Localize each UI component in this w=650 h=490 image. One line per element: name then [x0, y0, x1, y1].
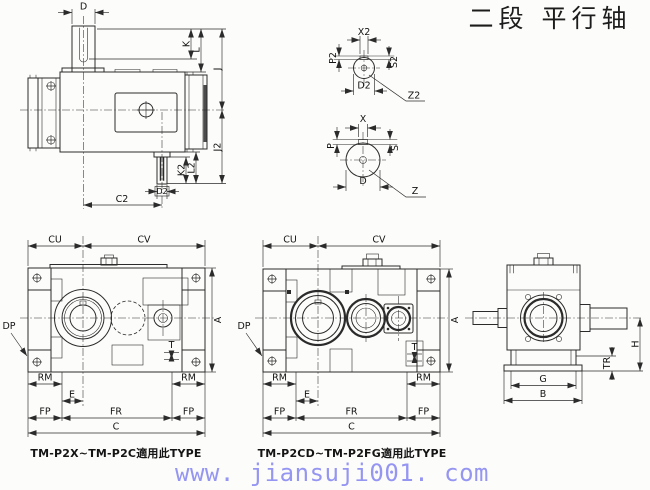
dim-label-d2: D2	[156, 187, 167, 196]
breather-plug	[533, 257, 554, 266]
dim-label-rm-right: RM	[181, 373, 196, 384]
dim-label-cv: CV	[137, 235, 151, 246]
side-view: H TR G B	[465, 253, 643, 404]
dim-label-fp-right: FP	[183, 407, 194, 418]
z-leader	[368, 169, 426, 198]
dim-label-b: B	[540, 389, 547, 400]
dim-label-d: D	[80, 2, 87, 13]
dim-label-z2: Z2	[408, 91, 421, 102]
housing-outline	[27, 267, 206, 373]
watermark: www. jiansuji001. com	[175, 459, 489, 487]
dp-leader	[10, 332, 28, 357]
breather-plug	[362, 258, 383, 267]
dim-label-e: E	[69, 390, 75, 401]
dim-label-p: P	[326, 143, 337, 149]
dim-label-s: S	[390, 145, 401, 151]
key	[358, 139, 368, 145]
dim-label-dp: DP	[2, 321, 15, 332]
front-view-large: CU CV A DP T RM RM E FP FR FP C	[237, 235, 461, 461]
output-shaft	[589, 307, 628, 330]
dim-label-x: X	[360, 114, 367, 125]
housing-body	[59, 71, 186, 153]
dim-label-d-detail: D	[359, 176, 366, 187]
dim-label-t: T	[411, 342, 418, 353]
shaft-end-detail-1: X P S D Z	[326, 114, 426, 198]
dim-label-c: C	[348, 422, 355, 433]
drawing-title: 二段 平行轴	[469, 4, 632, 33]
z2-leader	[368, 74, 425, 102]
dim-label-rm-left: RM	[38, 373, 53, 384]
dim-label-l2: L2	[187, 162, 198, 173]
dim-label-dp: DP	[237, 321, 250, 332]
dim-label-k: K	[182, 40, 193, 47]
dim-label-z: Z	[412, 186, 419, 197]
inspection-plate	[114, 92, 178, 133]
dim-label-c2: C2	[116, 194, 129, 205]
dim-label-p2: P2	[328, 52, 339, 64]
dim-label-l: L	[192, 47, 203, 53]
dim-label-fp-left: FP	[274, 407, 285, 418]
key	[359, 55, 369, 60]
dim-label-fp-left: FP	[39, 407, 50, 418]
dim-label-cv: CV	[372, 235, 386, 246]
front-view-small: CU CV A DP T RM RM E FP FR FP C	[2, 235, 224, 461]
base-flange	[503, 364, 583, 372]
breather-plug	[100, 257, 118, 266]
dim-label-d2-detail: D2	[357, 81, 370, 92]
caption-small: TM-P2X~TM-P2C適用此TYPE	[30, 446, 201, 460]
dim-label-rm-right: RM	[416, 373, 431, 384]
left-bearing-block	[37, 77, 61, 149]
dim-label-t: T	[168, 340, 175, 351]
caption-large: TM-P2CD~TM-P2FG適用此TYPE	[258, 446, 447, 460]
dim-label-k2: K2	[177, 164, 188, 176]
left-end-cap	[27, 77, 39, 149]
dim-label-j2: J2	[213, 143, 224, 153]
output-shaft	[156, 156, 168, 185]
mounting-holes	[32, 273, 201, 367]
dp-leader	[245, 332, 263, 357]
dim-label-cu: CU	[48, 235, 62, 246]
dim-label-j: J	[213, 68, 224, 72]
top-plan-view: D K L J J2 K2 L2 D2 C2	[20, 2, 226, 209]
bore-keyway	[79, 300, 87, 306]
dim-label-e: E	[304, 390, 310, 401]
dim-label-a: A	[450, 316, 461, 323]
shaft-end-detail-2: X2 P2 S2 D2 Z2	[328, 27, 425, 102]
mounting-holes	[267, 274, 436, 366]
input-shaft-collar	[497, 308, 508, 328]
shaft-boss	[61, 67, 105, 73]
input-shaft	[71, 25, 96, 73]
dim-label-cu: CU	[283, 235, 297, 246]
dim-label-fr: FR	[110, 407, 122, 418]
output-bore	[153, 308, 173, 328]
dim-label-s2: S2	[389, 56, 400, 68]
dim-label-tr: TR	[602, 356, 613, 370]
bearing-cover-dark	[203, 85, 207, 142]
dim-label-fp-right: FP	[418, 407, 429, 418]
dim-label-fr: FR	[345, 407, 357, 418]
dim-label-a: A	[213, 316, 224, 323]
dim-label-rm-left: RM	[272, 373, 287, 384]
dim-label-x2: X2	[358, 27, 371, 38]
dim-label-c: C	[113, 422, 120, 433]
dim-label-h: H	[631, 340, 642, 347]
dim-label-g: G	[539, 374, 546, 385]
